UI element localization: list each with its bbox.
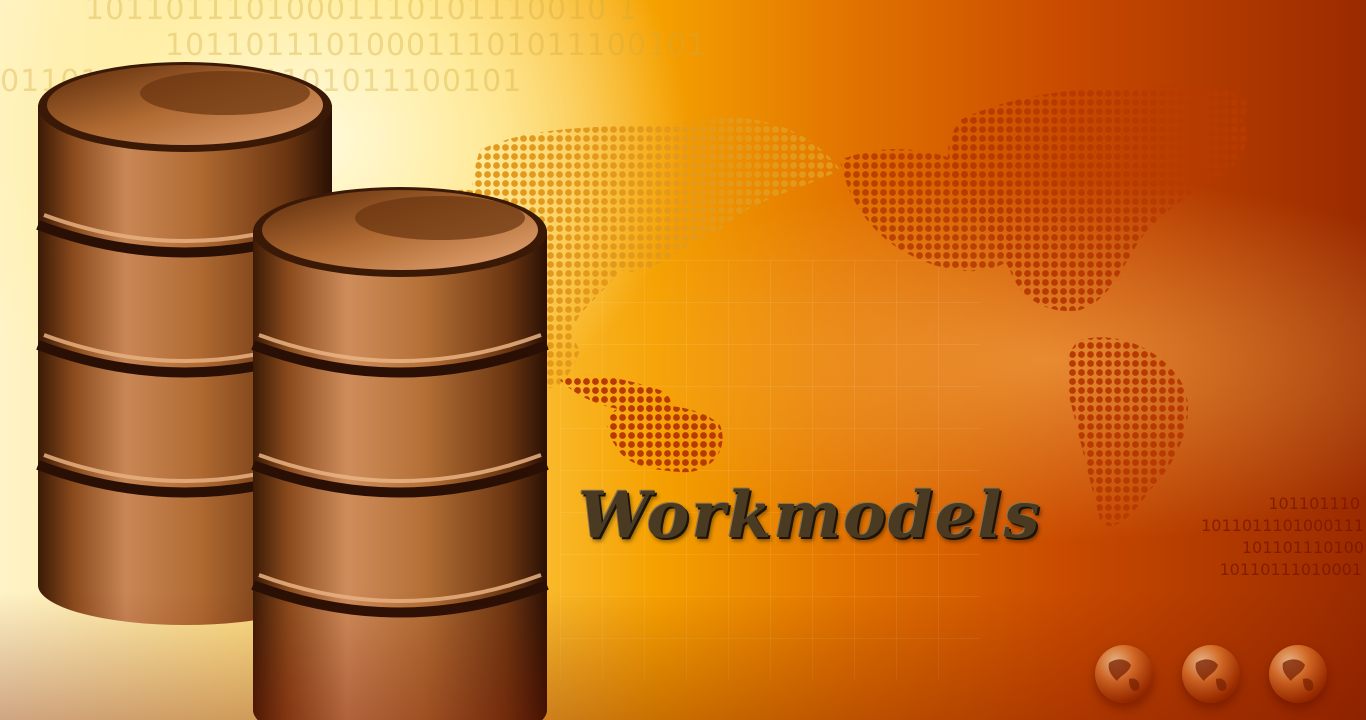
binary-text-right-1: 101101110	[1268, 494, 1360, 513]
globe-icon	[1182, 645, 1240, 703]
binary-text-top-1: 10110111010001110101110010 1	[85, 0, 638, 27]
globe-icon	[1269, 645, 1327, 703]
binary-text-top-2: 101101110100011101011100101	[165, 28, 708, 63]
background-grid	[560, 260, 980, 680]
binary-text-right-3: 101101110100	[1241, 538, 1364, 557]
globe-icon	[1095, 645, 1153, 703]
database-cylinder-icon	[251, 187, 549, 720]
brand-title: Workmodels	[578, 478, 1042, 553]
binary-text-right-2: 1011011101000111	[1201, 516, 1364, 535]
binary-text-right-4: 10110111010001	[1219, 560, 1362, 579]
